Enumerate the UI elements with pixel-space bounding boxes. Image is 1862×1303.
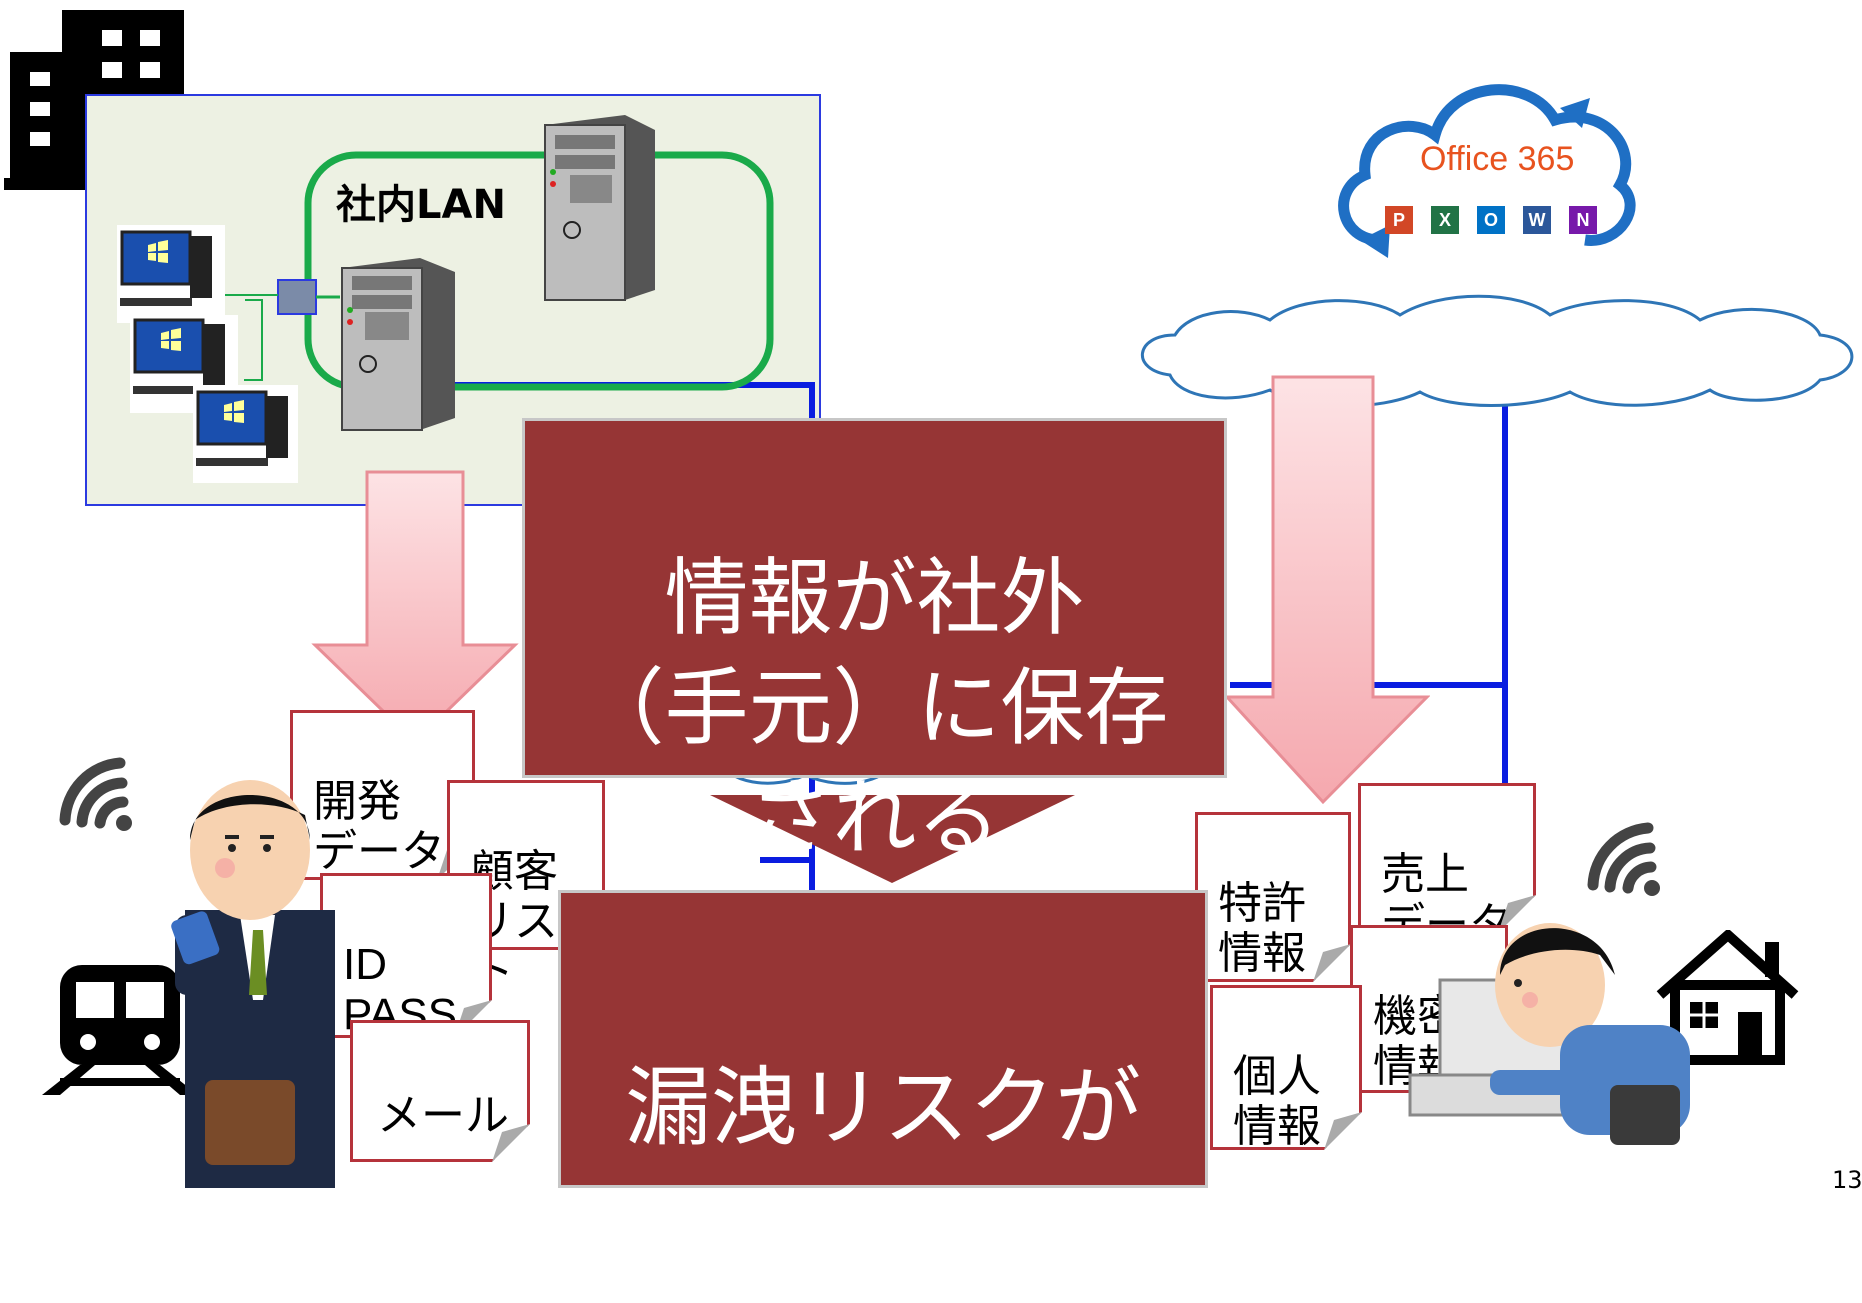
desktop-pc-icon	[117, 225, 225, 323]
desktop-pc-icon	[193, 385, 298, 483]
server-icon	[341, 258, 455, 431]
document-label: メール	[377, 1090, 509, 1141]
download-arrow-left	[311, 470, 519, 745]
office365-label: Office 365	[1420, 140, 1575, 178]
document-label: 特許 情報	[1218, 878, 1306, 979]
page-number: 13	[1832, 1166, 1862, 1194]
leak-risk-banner: 漏洩リスクが 高まる	[558, 890, 1208, 1288]
excel-icon: X	[1431, 206, 1459, 234]
document-sales-data: 売上 データ	[1358, 783, 1536, 950]
banner-text: 漏洩リスクが 高まる	[625, 1058, 1141, 1288]
desktop-pc-icon	[130, 315, 238, 413]
word-icon: W	[1523, 206, 1551, 234]
document-email: メール	[350, 1020, 530, 1162]
document-label: 売上 データ	[1381, 849, 1513, 950]
network-hub-icon	[277, 279, 317, 315]
document-id-pass: ID PASS	[320, 873, 492, 1039]
down-arrow	[710, 795, 1075, 883]
powerpoint-icon: P	[1385, 206, 1413, 234]
stored-outside-banner: 情報が社外 （手元）に保存 される	[522, 418, 1227, 867]
office365-cloud-icon	[1338, 84, 1636, 258]
document-label: 開発 データ	[313, 776, 445, 877]
document-dev-data: 開発 データ	[290, 710, 475, 880]
server-icon	[544, 115, 655, 301]
home-icon	[1656, 930, 1799, 1065]
document-patent-info: 特許 情報	[1195, 812, 1351, 982]
lan-ring	[304, 151, 774, 391]
outlook-icon: O	[1477, 206, 1505, 234]
banner-text: 情報が社外 （手元）に保存 される	[580, 549, 1169, 867]
businessman-illustration	[171, 780, 335, 1188]
onenote-icon: N	[1569, 206, 1597, 234]
download-arrow-right	[1225, 375, 1430, 805]
wifi-icon	[59, 757, 132, 831]
wifi-icon	[1587, 822, 1660, 896]
remote-worker-illustration	[1408, 923, 1690, 1145]
office-app-icons: P X O W N	[1385, 206, 1597, 234]
train-icon	[42, 965, 198, 1095]
document-label: 個人 情報	[1233, 1051, 1321, 1152]
document-personal-info: 個人 情報	[1210, 985, 1362, 1152]
lan-label: 社内LAN	[336, 182, 506, 228]
